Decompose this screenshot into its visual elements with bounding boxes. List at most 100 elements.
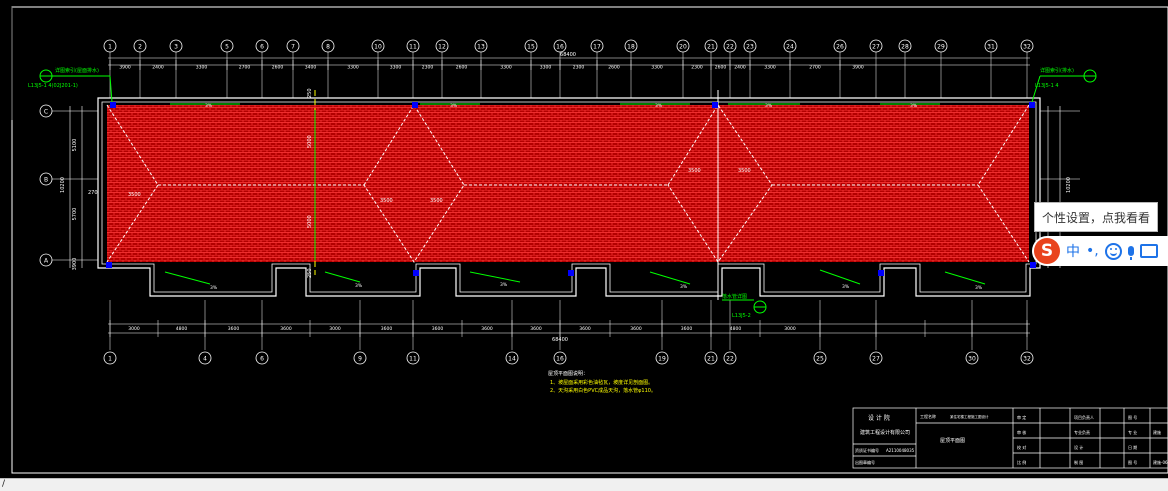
svg-text:资质证书编号: 资质证书编号	[855, 447, 879, 453]
grid-label-top: 23	[746, 44, 754, 51]
slope-label: 3%	[205, 103, 213, 109]
tooltip-text: 个性设置，点我看看	[1042, 211, 1151, 225]
detail-callouts	[39, 69, 1097, 314]
keyboard-icon[interactable]	[1139, 244, 1158, 258]
ime-mode-toggle[interactable]: 中	[1066, 244, 1080, 260]
top-dim-text: 2300	[691, 65, 703, 71]
slope-arrows-top	[170, 103, 940, 260]
grid-label-bottom: 27	[872, 356, 880, 363]
top-dim-text: 2300	[422, 65, 434, 71]
left-dim-text: 3900	[72, 258, 78, 271]
slope-label: 3%	[765, 103, 773, 109]
tb-key1: 审 核	[1017, 429, 1026, 435]
title-block	[852, 407, 1168, 469]
grid-label-top: 2	[138, 44, 142, 51]
microphone-icon[interactable]	[1127, 246, 1134, 260]
grid-label-bottom: 22	[726, 356, 734, 363]
grid-label-top: 3	[174, 44, 178, 51]
right-total-text: 10200	[1066, 177, 1072, 193]
top-dim-text: 3300	[390, 65, 402, 71]
grid-label-top: 32	[1023, 44, 1031, 51]
grid-label-bottom: 30	[968, 356, 976, 363]
tb-key3: 日 期	[1128, 444, 1137, 450]
bottom-dim-text: 3600	[481, 326, 493, 332]
grid-label-bottom: 16	[556, 356, 564, 363]
grid-label-top: 15	[527, 44, 535, 51]
grid-label-bottom: 9	[358, 356, 362, 363]
top-dim-text: 2600	[715, 65, 727, 71]
downpipes	[106, 102, 1036, 276]
slope-label: 3%	[450, 103, 458, 109]
bottom-dim-text: 4800	[730, 326, 742, 332]
grid-label-bottom: 11	[409, 356, 417, 363]
svg-text:5000: 5000	[307, 135, 313, 148]
bottom-dim-text: 3600	[579, 326, 591, 332]
svg-text:落水管详图: 落水管详图	[722, 293, 747, 300]
status-bar: /	[0, 478, 1168, 491]
ridge-lines	[106, 104, 1030, 263]
grid-label-top: 16	[556, 44, 564, 51]
ime-tooltip[interactable]: 个性设置，点我看看	[1034, 202, 1158, 232]
grid-label-bottom: 4	[203, 356, 207, 363]
svg-text:3500: 3500	[688, 168, 701, 174]
grid-label-bottom: 1	[108, 356, 112, 363]
tb-key1: 审 定	[1017, 414, 1026, 420]
grid-label-top: 31	[987, 44, 995, 51]
building-outline	[97, 97, 1041, 297]
svg-text:屋顶平面图: 屋顶平面图	[940, 438, 965, 444]
grid-label-left: C	[44, 109, 48, 116]
top-total-text: 68400	[560, 52, 576, 58]
top-dim-text: 3300	[651, 65, 663, 71]
tb-key1: 比 例	[1017, 459, 1026, 465]
top-dim-text: 3900	[119, 65, 131, 71]
grid-label-top: 27	[872, 44, 880, 51]
grid-label-top: 24	[786, 44, 794, 51]
bottom-dim-text: 3600	[381, 326, 393, 332]
left-dim-text: 5100	[72, 139, 78, 152]
bottom-dim-text: 3600	[228, 326, 240, 332]
slope-label: 3%	[842, 284, 850, 290]
grid-label-left: B	[44, 177, 48, 184]
slope-label: 3%	[680, 284, 688, 290]
note-line-1: 1、坡屋面采用彩色油毡瓦，坡度详见剖面图。	[550, 379, 653, 386]
tb-key2: 专业负责	[1074, 429, 1090, 435]
svg-text:3500: 3500	[430, 198, 443, 204]
tb-val3: 建施	[1153, 429, 1161, 435]
grid-label-top: 10	[374, 44, 382, 51]
roof-tile-area	[107, 105, 1029, 262]
ime-toolbar[interactable]: S 中 •,	[1032, 236, 1168, 266]
grid-label-bottom: 32	[1023, 356, 1031, 363]
bottom-total-text: 68400	[552, 337, 568, 343]
svg-text:详图索引(排水): 详图索引(排水)	[1040, 67, 1074, 74]
title-block-texts: 设 计 院 建筑工程设计有限公司 资质证书编号 A2110048035 出图章编…	[855, 413, 989, 465]
grid-label-top: 21	[707, 44, 715, 51]
bottom-dim-text: 3600	[530, 326, 542, 332]
sogou-logo-icon[interactable]: S	[1034, 238, 1060, 264]
svg-text:5000: 5000	[307, 215, 313, 228]
bottom-dim-text: 3600	[630, 326, 642, 332]
grid-label-bottom: 6	[260, 356, 264, 363]
tb-val3: 建施-06	[1153, 459, 1168, 465]
svg-text:L13J5-1 4: L13J5-1 4	[1035, 83, 1059, 89]
svg-text:L13J5-1 4(02J201-1): L13J5-1 4(02J201-1)	[28, 83, 78, 89]
bottom-dim-text: 3000	[128, 326, 140, 332]
grid-label-top: 12	[438, 44, 446, 51]
slope-label: 3%	[655, 103, 663, 109]
top-dim-text: 2300	[573, 65, 585, 71]
grid-label-top: 8	[326, 44, 330, 51]
grid-label-top: 26	[836, 44, 844, 51]
left-dim-text: 5700	[72, 208, 78, 221]
punctuation-toggle[interactable]: •,	[1086, 243, 1099, 259]
emoji-icon[interactable]	[1104, 242, 1122, 260]
grid-label-top: 22	[726, 44, 734, 51]
title-block-rows: 审 定项目负责人图 号审 核专业负责专 业建施校 对设 计日 期比 例制 图图 …	[1017, 414, 1168, 465]
slope-label: 3%	[975, 285, 983, 291]
drawing-frame	[11, 6, 1168, 474]
note-line-2: 2、天沟采用白色PVC成品天沟，落水管φ110。	[550, 387, 656, 394]
svg-text:设 计 院: 设 计 院	[868, 414, 890, 422]
left-total-text: 10200	[60, 177, 66, 193]
